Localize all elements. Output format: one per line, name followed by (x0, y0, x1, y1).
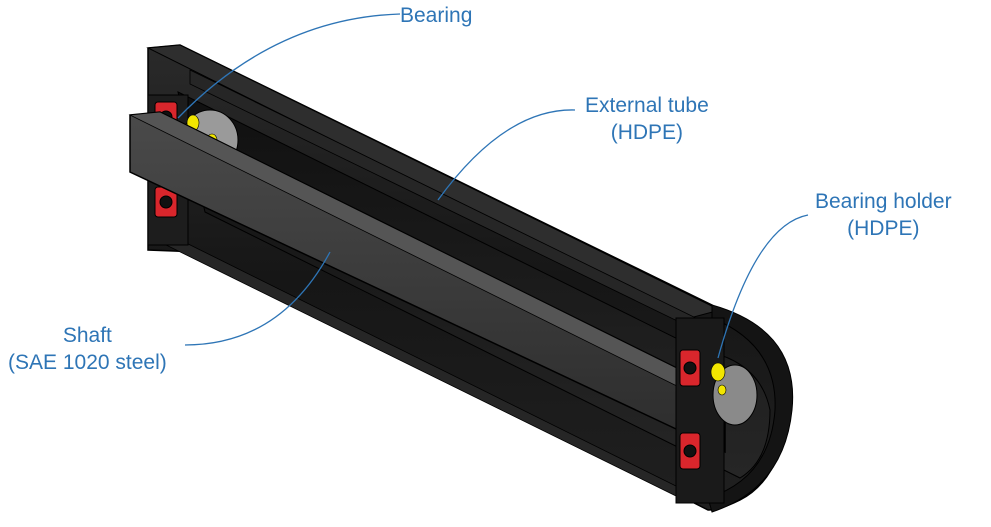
external-tube-label-line2: (HDPE) (610, 121, 684, 144)
right-bearing-ball-bottom (683, 444, 697, 458)
shaft-label-line2: (SAE 1020 steel) (8, 351, 167, 374)
shaft-label-line1: Shaft (62, 324, 112, 347)
bearing-holder-label: Bearing holder (HDPE) (815, 188, 952, 242)
bearing-label: Bearing (400, 2, 472, 29)
bearing-holder-label-line1: Bearing holder (815, 190, 952, 213)
external-tube-leader-line (437, 109, 576, 201)
right-bearing-ball-top (683, 361, 697, 375)
tube-end-face (707, 304, 794, 513)
shaft-label: Shaft (SAE 1020 steel) (8, 322, 167, 376)
bearing-leader-line (177, 13, 401, 119)
shaft-leader-line (184, 251, 331, 346)
external-tube-label: External tube (HDPE) (585, 92, 709, 146)
right-bearing-ball-yellow (710, 362, 726, 382)
left-bearing-ball-bottom (159, 195, 173, 209)
bearing-label-text: Bearing (400, 4, 473, 27)
right-bearing-ball-yellow-2 (717, 384, 727, 396)
external-tube-label-line1: External tube (585, 94, 709, 117)
right-bearing-race (712, 364, 758, 426)
bearing-holder-leader-line (717, 214, 809, 359)
bearing-holder-label-line2: (HDPE) (847, 217, 920, 240)
